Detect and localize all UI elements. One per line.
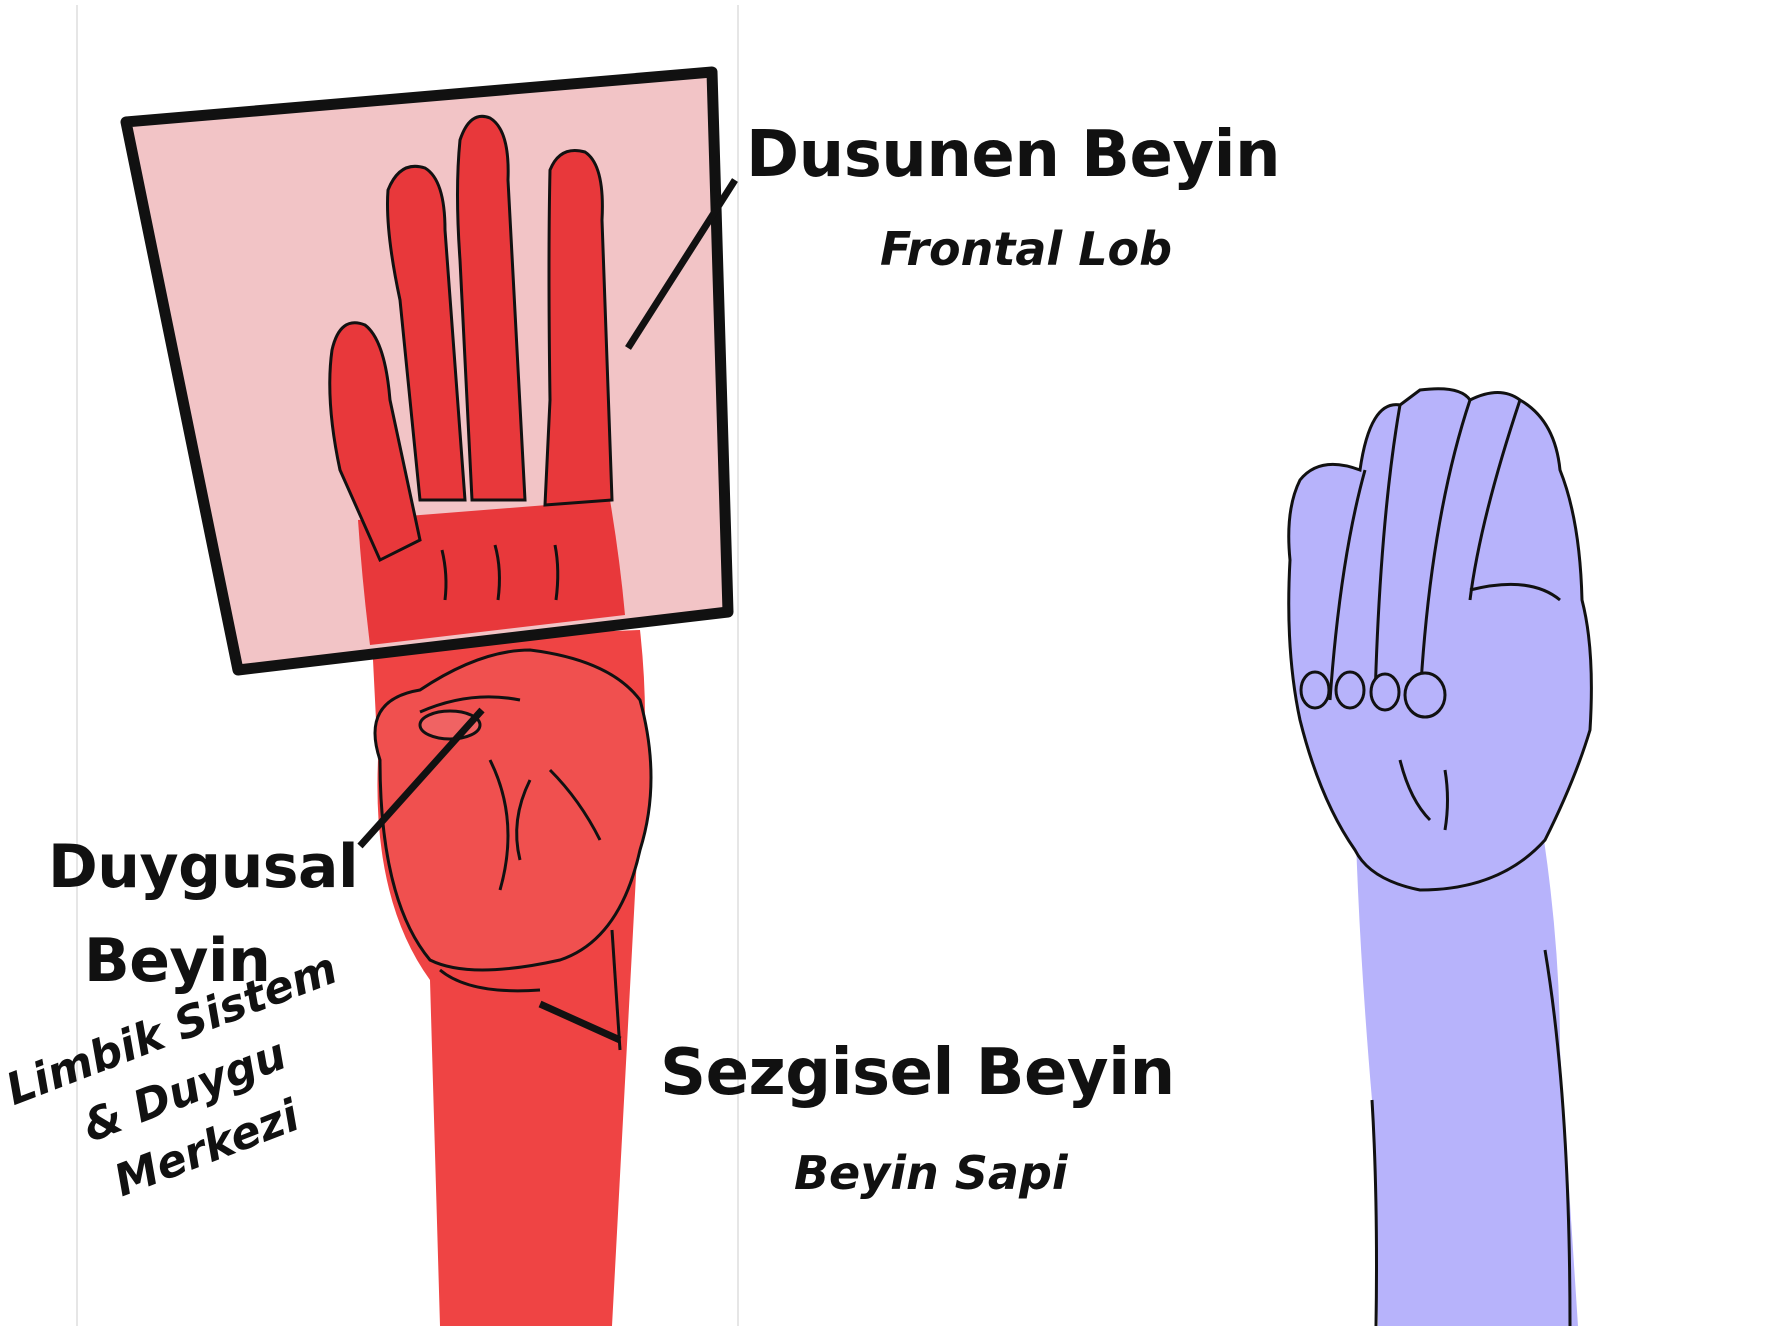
closed-fist: [1289, 389, 1592, 1326]
frontal-lobe-label: Frontal Lob: [880, 222, 1172, 276]
fist-forearm: [1356, 840, 1578, 1326]
emotional-brain-label-line1: Duygusal: [48, 832, 358, 902]
finger-4: [545, 150, 612, 505]
thinking-brain-label: Dusunen Beyin: [746, 118, 1280, 192]
open-hand: [372, 630, 651, 1326]
brain-stem-label: Beyin Sapi: [794, 1146, 1068, 1200]
instinctive-brain-label: Sezgisel Beyin: [660, 1036, 1175, 1110]
